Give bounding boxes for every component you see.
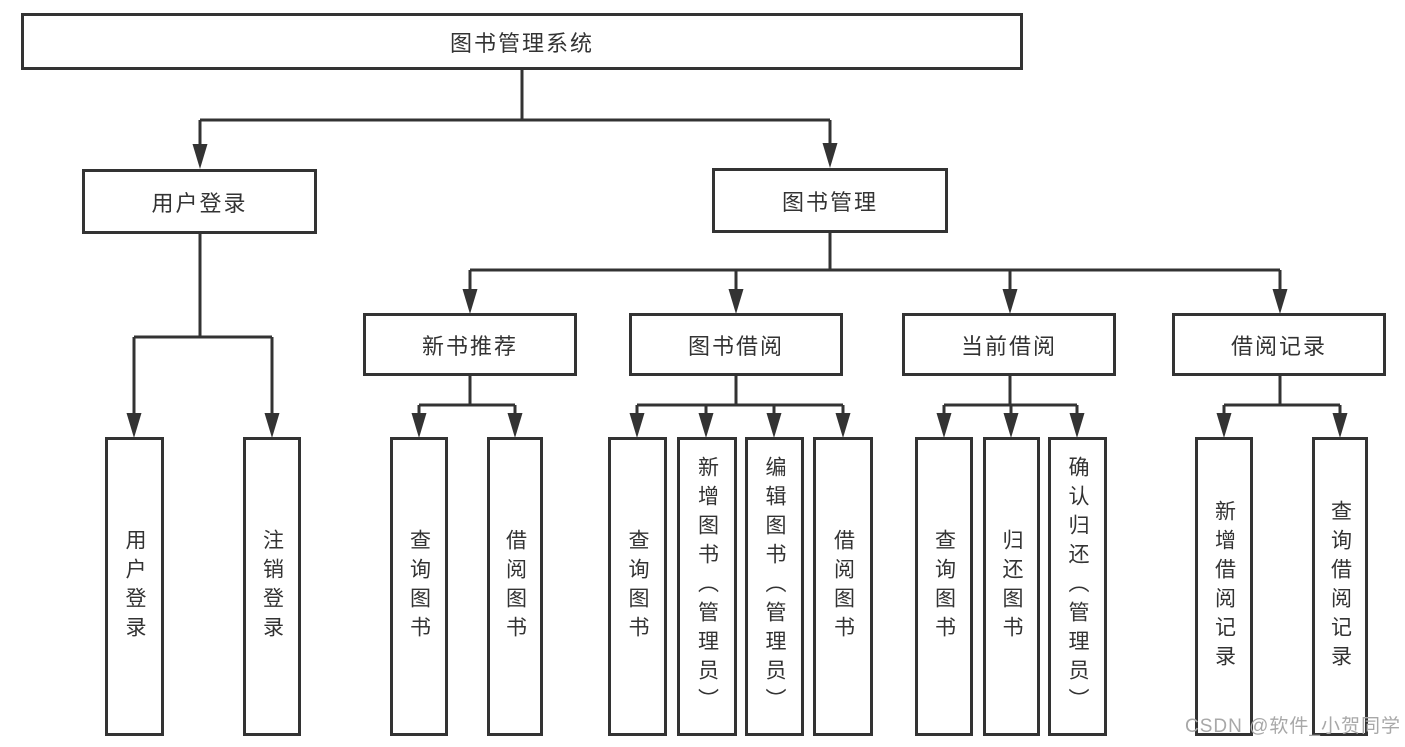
connector-borrow-records-children (1222, 376, 1342, 416)
leaf-bb-add-books-admin-label: 新增图书（管理员） (695, 456, 719, 717)
leaf-br-query-record: 查询借阅记录 (1312, 437, 1368, 736)
connector-user-login-children (132, 234, 274, 416)
node-root-library-system: 图书管理系统 (21, 13, 1023, 70)
node-book-management: 图书管理 (712, 168, 948, 233)
arrowheads-root-to-level2 (192, 143, 838, 169)
leaf-br-add-record: 新增借阅记录 (1195, 437, 1253, 736)
leaf-cb-query-books: 查询图书 (915, 437, 973, 736)
leaf-bb-query-books-label: 查询图书 (626, 528, 649, 645)
leaf-logout: 注销登录 (243, 437, 301, 736)
leaf-bb-edit-books-admin-label: 编辑图书（管理员） (763, 456, 786, 717)
arrowheads-current-borrow-children (936, 413, 1085, 438)
leaf-bb-query-books: 查询图书 (608, 437, 667, 736)
leaf-cb-confirm-return-admin: 确认归还（管理员） (1048, 437, 1107, 736)
connector-new-book-rec-children (417, 376, 517, 416)
leaf-nbr-query-books-label: 查询图书 (407, 528, 431, 645)
leaf-user-login-label: 用户登录 (123, 528, 146, 645)
leaf-user-login: 用户登录 (105, 437, 164, 736)
leaf-br-add-record-label: 新增借阅记录 (1212, 499, 1236, 674)
leaf-bb-edit-books-admin: 编辑图书（管理员） (745, 437, 804, 736)
leaf-cb-query-books-label: 查询图书 (932, 528, 956, 645)
arrowheads-borrow-records-children (1216, 413, 1348, 438)
connector-book-borrow-children (635, 376, 845, 416)
leaf-cb-confirm-return-admin-label: 确认归还（管理员） (1066, 456, 1089, 717)
node-book-borrowing: 图书借阅 (629, 313, 843, 376)
arrowheads-user-login-children (126, 413, 280, 438)
leaf-nbr-query-books: 查询图书 (390, 437, 448, 736)
leaf-br-query-record-label: 查询借阅记录 (1328, 499, 1352, 674)
leaf-bb-add-books-admin: 新增图书（管理员） (677, 437, 737, 736)
connector-root-to-level2 (198, 69, 832, 147)
connector-current-borrow-children (942, 376, 1079, 416)
leaf-bb-borrow-books: 借阅图书 (813, 437, 873, 736)
arrowheads-book-mgmt-children (462, 289, 1288, 314)
node-current-borrowing: 当前借阅 (902, 313, 1116, 376)
node-borrowing-records: 借阅记录 (1172, 313, 1386, 376)
leaf-nbr-borrow-books: 借阅图书 (487, 437, 543, 736)
node-user-login: 用户登录 (82, 169, 317, 234)
leaf-cb-return-books: 归还图书 (983, 437, 1040, 736)
csdn-watermark: CSDN @软件_小贺同学 (1185, 716, 1401, 737)
node-new-book-recommendation: 新书推荐 (363, 313, 577, 376)
leaf-logout-label: 注销登录 (260, 528, 284, 645)
arrowheads-book-borrow-children (629, 413, 851, 438)
leaf-cb-return-books-label: 归还图书 (1000, 528, 1023, 645)
arrowheads-new-book-rec-children (411, 413, 523, 438)
leaf-bb-borrow-books-label: 借阅图书 (831, 528, 855, 645)
connector-book-mgmt-children (468, 233, 1282, 292)
leaf-nbr-borrow-books-label: 借阅图书 (503, 528, 527, 645)
